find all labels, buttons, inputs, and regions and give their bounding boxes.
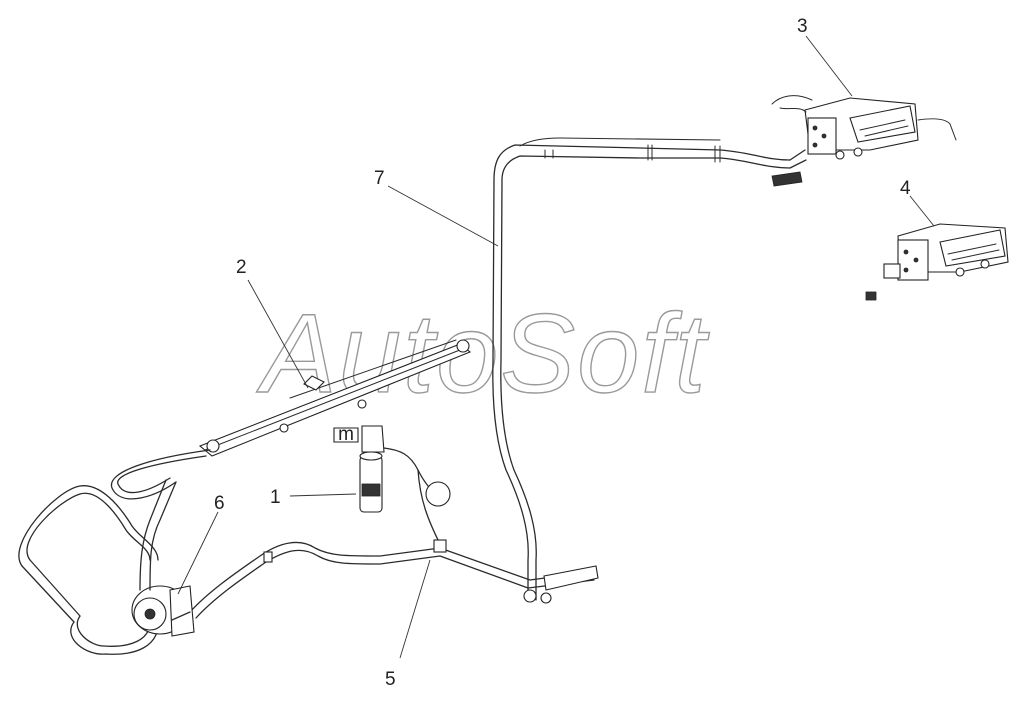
receiver-drier-1: m bbox=[333, 424, 451, 545]
callout-1: 1 bbox=[270, 487, 281, 508]
hose-line-7 bbox=[492, 137, 791, 601]
receiver-badge: m bbox=[338, 424, 354, 445]
callout-6: 6 bbox=[214, 493, 225, 514]
leader-lines bbox=[177, 35, 935, 659]
callout-7: 7 bbox=[374, 168, 385, 189]
evaporator-unit-4 bbox=[865, 223, 1009, 301]
evaporator-unit-3 bbox=[771, 95, 957, 187]
compressor-6 bbox=[18, 449, 211, 655]
callout-5: 5 bbox=[385, 669, 396, 690]
hose-line-5 bbox=[189, 539, 599, 619]
callout-3: 3 bbox=[797, 16, 808, 37]
callout-4: 4 bbox=[900, 178, 911, 199]
condenser-2 bbox=[198, 339, 472, 457]
callout-2: 2 bbox=[236, 257, 247, 278]
